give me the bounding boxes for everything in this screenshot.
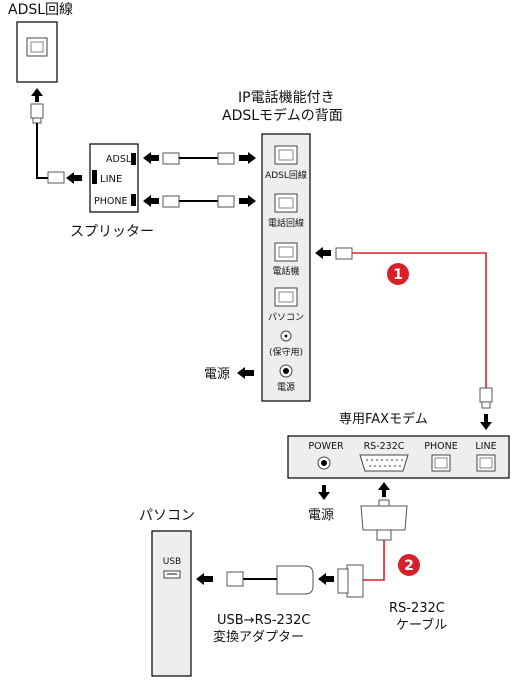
phone-cable-red [352, 252, 487, 388]
fax-title: 専用FAXモデム [339, 411, 428, 427]
port-reserved-label: (保守用) [269, 346, 303, 358]
power-left-label: 電源 [204, 367, 230, 382]
cable-label-2: ケーブル [396, 617, 447, 633]
usb-rs232c-adapter [276, 565, 314, 595]
down-arrow-icon [318, 485, 330, 500]
modem-panel [261, 133, 311, 402]
plug-icon [30, 103, 44, 119]
up-arrow-icon [31, 88, 43, 102]
port-socket-icon [274, 193, 298, 213]
serial-port-icon [359, 454, 409, 472]
right-arrow-icon [239, 195, 256, 207]
cable-label-1: RS-232C [389, 601, 445, 616]
up-arrow-icon [378, 482, 390, 497]
plug-icon [217, 152, 235, 165]
left-arrow-icon [143, 152, 159, 164]
plug-icon [162, 195, 180, 208]
adsl-cable [36, 123, 48, 179]
port-socket-icon [431, 454, 451, 472]
modem-port-reserved: (保守用) [269, 330, 303, 358]
step-two-badge [398, 554, 420, 576]
pc-usb-label: USB [163, 557, 181, 567]
usb-plug-icon [226, 571, 244, 587]
pc-title: パソコン [139, 508, 195, 524]
fax-line-label: LINE [475, 441, 496, 452]
step-one-number: 1 [393, 267, 403, 283]
modem-port-phone: 電話機 [272, 242, 300, 277]
splitter-box [89, 143, 139, 213]
splitter-label: スプリッター [70, 224, 154, 240]
fax-power-label: POWER [308, 441, 344, 452]
modem-port-power: 電源 [277, 364, 295, 393]
splitter-adsl-label: ADSL [106, 154, 132, 165]
rs232c-cable-red [366, 540, 385, 581]
port-socket-icon [476, 454, 496, 472]
port-pc-label: パソコン [268, 312, 304, 323]
port-socket-icon [274, 242, 298, 262]
modem-port-phone-line: 電話回線 [268, 193, 304, 229]
left-arrow-icon [237, 367, 254, 379]
splitter-phone-label: PHONE [94, 196, 127, 207]
step-two-number: 2 [404, 558, 414, 574]
plug-icon [335, 247, 353, 260]
port-socket-icon [274, 287, 298, 307]
power-bottom-label: 電源 [308, 508, 334, 523]
port-socket-icon [274, 145, 298, 165]
splitter-line-label: LINE [100, 174, 122, 185]
left-arrow-icon [196, 573, 213, 585]
pc-tower [151, 530, 192, 677]
fax-phone-label: PHONE [424, 441, 457, 452]
plug-icon [47, 171, 65, 184]
adapter-label-2: 変換アダプター [213, 629, 304, 645]
port-power-label: 電源 [277, 382, 295, 393]
serial-connector-icon [360, 505, 408, 531]
right-arrow-icon [239, 152, 256, 164]
modem-title-2: ADSLモデムの背面 [222, 107, 343, 124]
adapter-label-1: USB→RS-232C [217, 613, 310, 628]
left-arrow-icon [315, 247, 331, 259]
modem-port-pc: パソコン [268, 287, 304, 323]
port-phone-line-label: 電話回線 [268, 217, 304, 229]
plug-icon [217, 195, 235, 208]
adsl-line-label: ADSL回線 [8, 2, 73, 18]
serial-connector-icon [346, 564, 364, 598]
modem-title-1: IP電話機能付き [238, 89, 335, 106]
modem-port-adsl: ADSL回線 [265, 145, 307, 181]
step-one-badge [387, 263, 409, 285]
wall-jack-socket-icon [26, 37, 48, 57]
plug-icon [479, 387, 493, 403]
down-arrow-icon [480, 414, 492, 430]
port-adsl-label: ADSL回線 [265, 169, 307, 181]
fax-rs232c-label: RS-232C [364, 441, 405, 452]
left-arrow-icon [318, 573, 334, 585]
right-arrow-icon [66, 172, 82, 184]
left-arrow-icon [143, 195, 159, 207]
plug-icon [162, 152, 180, 165]
port-phone-label: 電話機 [272, 265, 299, 277]
